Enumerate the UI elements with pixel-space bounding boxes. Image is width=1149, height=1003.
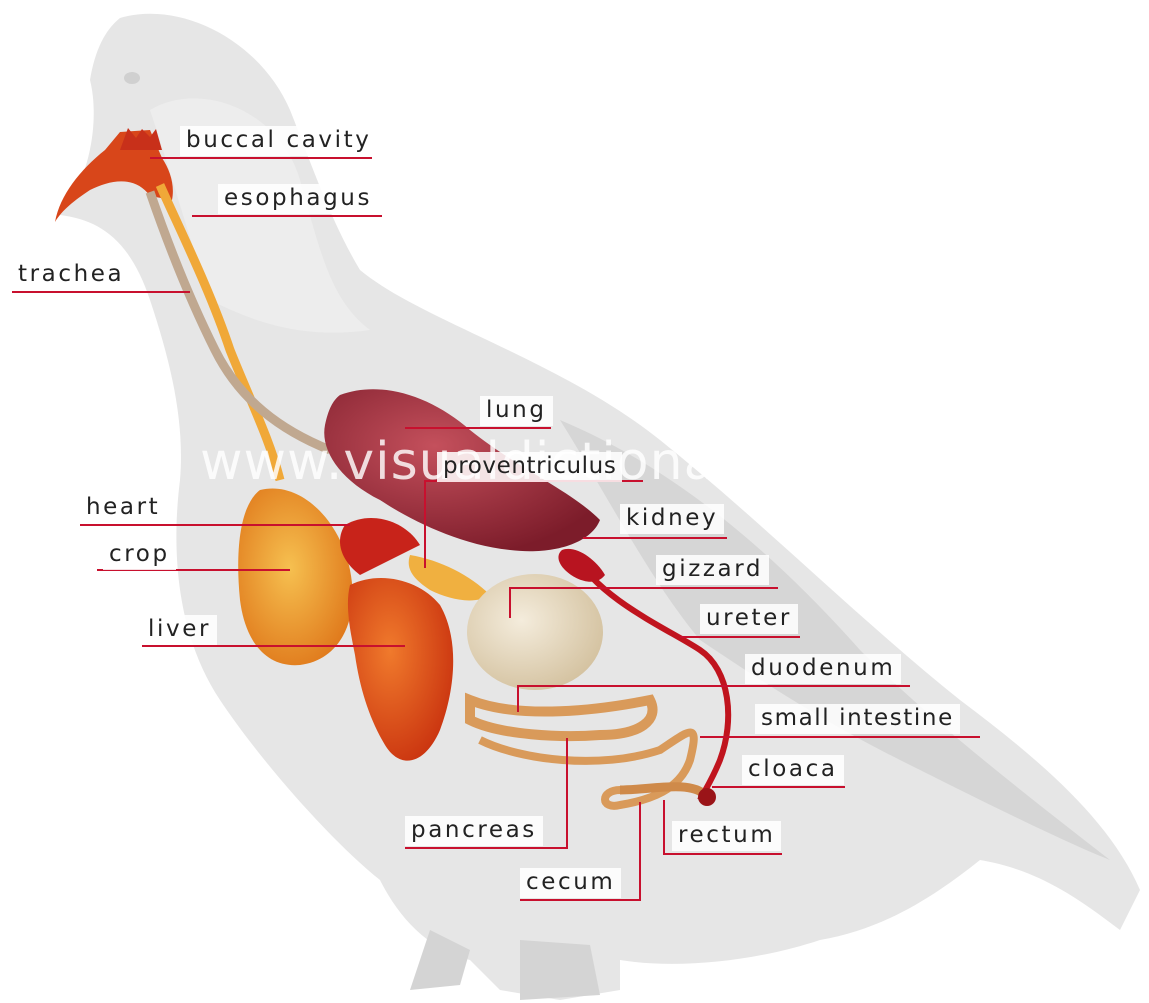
label-pancreas: pancreas — [405, 816, 543, 846]
label-duodenum: duodenum — [745, 654, 901, 684]
label-small-intestine: small intestine — [755, 704, 960, 734]
label-heart: heart — [80, 493, 166, 523]
bird-silhouette — [60, 14, 1140, 1000]
label-lung: lung — [480, 396, 553, 426]
label-buccal-cavity: buccal cavity — [180, 126, 377, 156]
label-gizzard: gizzard — [656, 555, 769, 585]
label-proventriculus: proventriculus — [437, 452, 622, 482]
label-ureter: ureter — [700, 604, 798, 634]
label-crop: crop — [103, 540, 176, 570]
label-kidney: kidney — [620, 504, 724, 534]
label-cecum: cecum — [520, 868, 621, 898]
watermark: www.visualdictionaryonline.com — [200, 432, 1067, 492]
label-liver: liver — [142, 615, 217, 645]
label-esophagus: esophagus — [218, 184, 378, 214]
label-trachea: trachea — [12, 260, 130, 290]
label-rectum: rectum — [672, 821, 781, 851]
label-cloaca: cloaca — [742, 755, 844, 785]
